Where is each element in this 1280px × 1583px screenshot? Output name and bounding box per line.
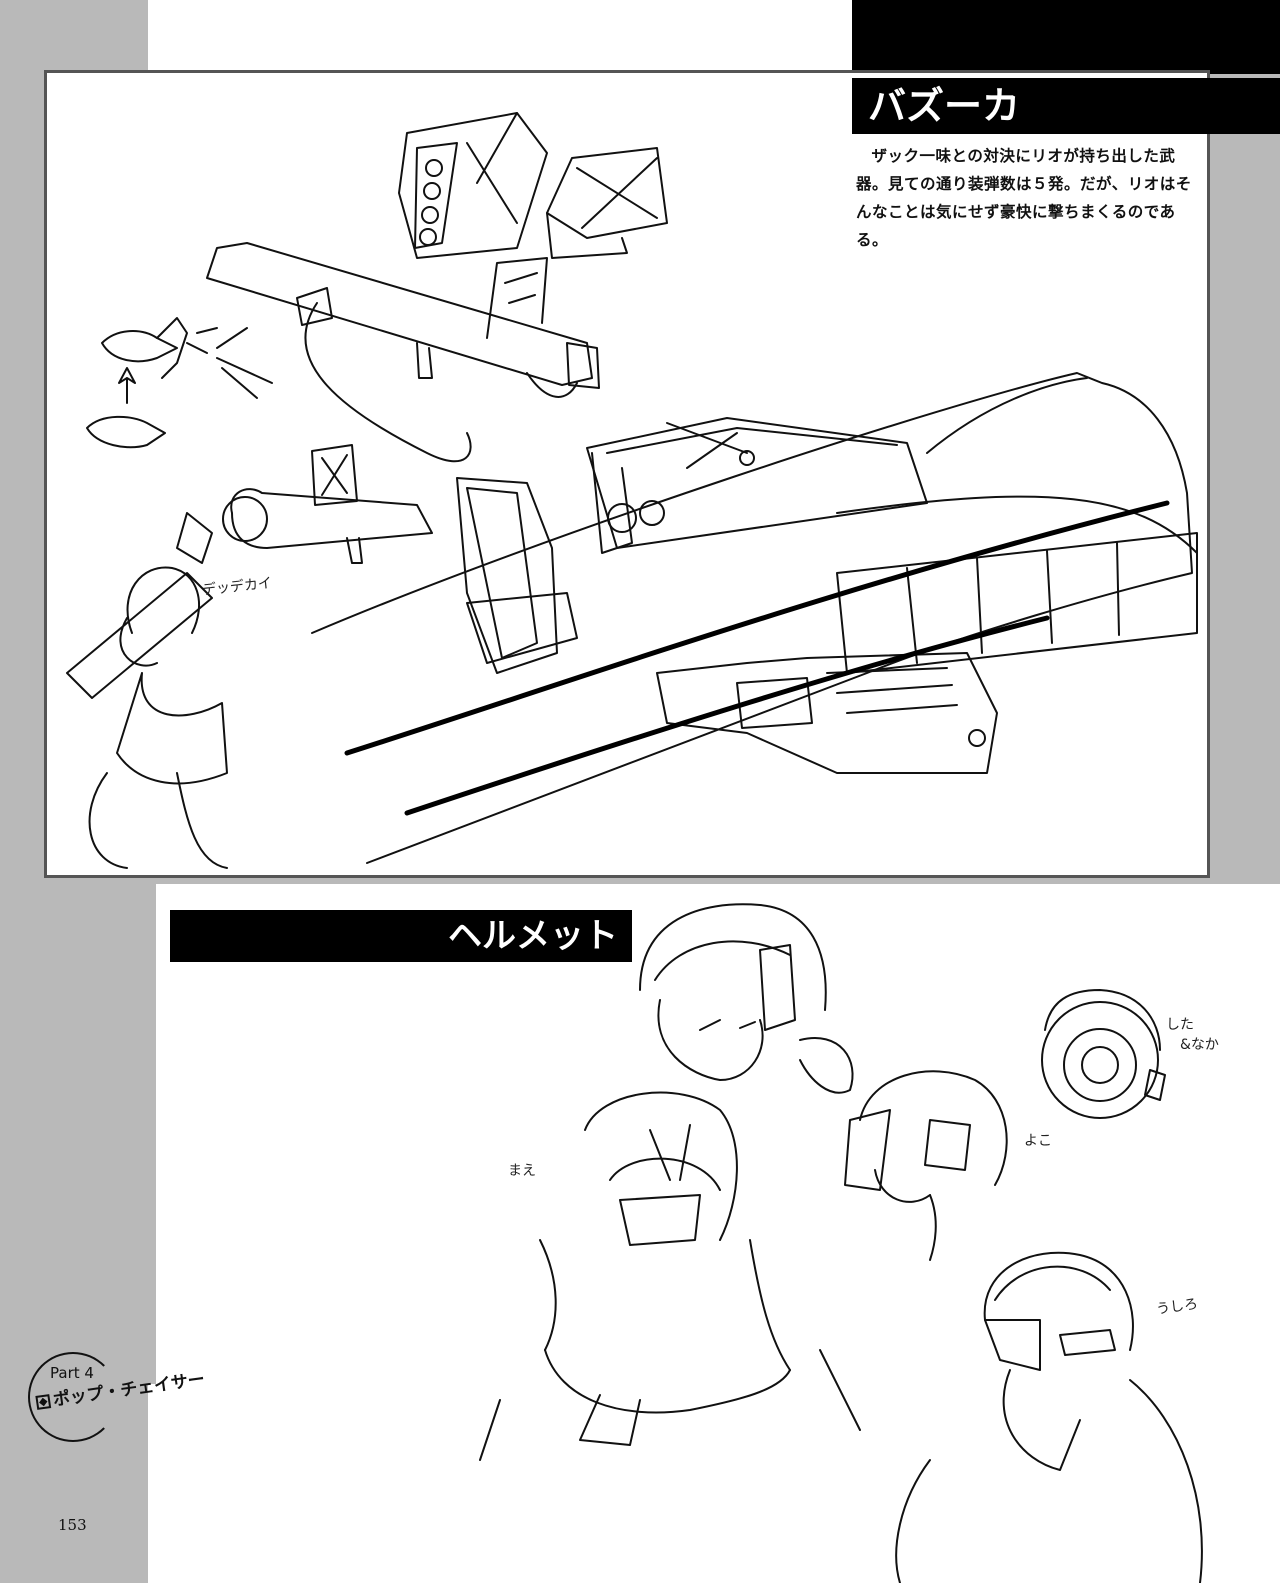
- note-naka: &なか: [1180, 1037, 1219, 1053]
- note-ushiro: うしろ: [1155, 1296, 1200, 1318]
- helmet-title: ヘルメット: [170, 910, 632, 962]
- bazooka-title: バズーカ: [852, 78, 1208, 134]
- note-shita: した: [1166, 1017, 1194, 1033]
- bazooka-description: ザック一味との対決にリオが持ち出した武器。見ての通り装弾数は５発。だが、リオはそ…: [856, 146, 1192, 249]
- bazooka-line-art: [66, 112, 1198, 869]
- note-mae: まえ: [508, 1163, 536, 1179]
- part-label: Part 4: [50, 1364, 94, 1382]
- header-black-bar: [852, 0, 1280, 74]
- note-yoko: よこ: [1024, 1133, 1052, 1149]
- page-number: 153: [58, 1516, 87, 1534]
- gray-margin-edge: [148, 884, 156, 1384]
- diamond-icon: [35, 1394, 52, 1410]
- part-circle: [28, 1352, 118, 1442]
- title-bar-extension: [1208, 78, 1280, 134]
- bazooka-illustration-frame: [44, 70, 1210, 878]
- part-badge: Part 4 ポップ・チェイサー: [22, 1352, 222, 1444]
